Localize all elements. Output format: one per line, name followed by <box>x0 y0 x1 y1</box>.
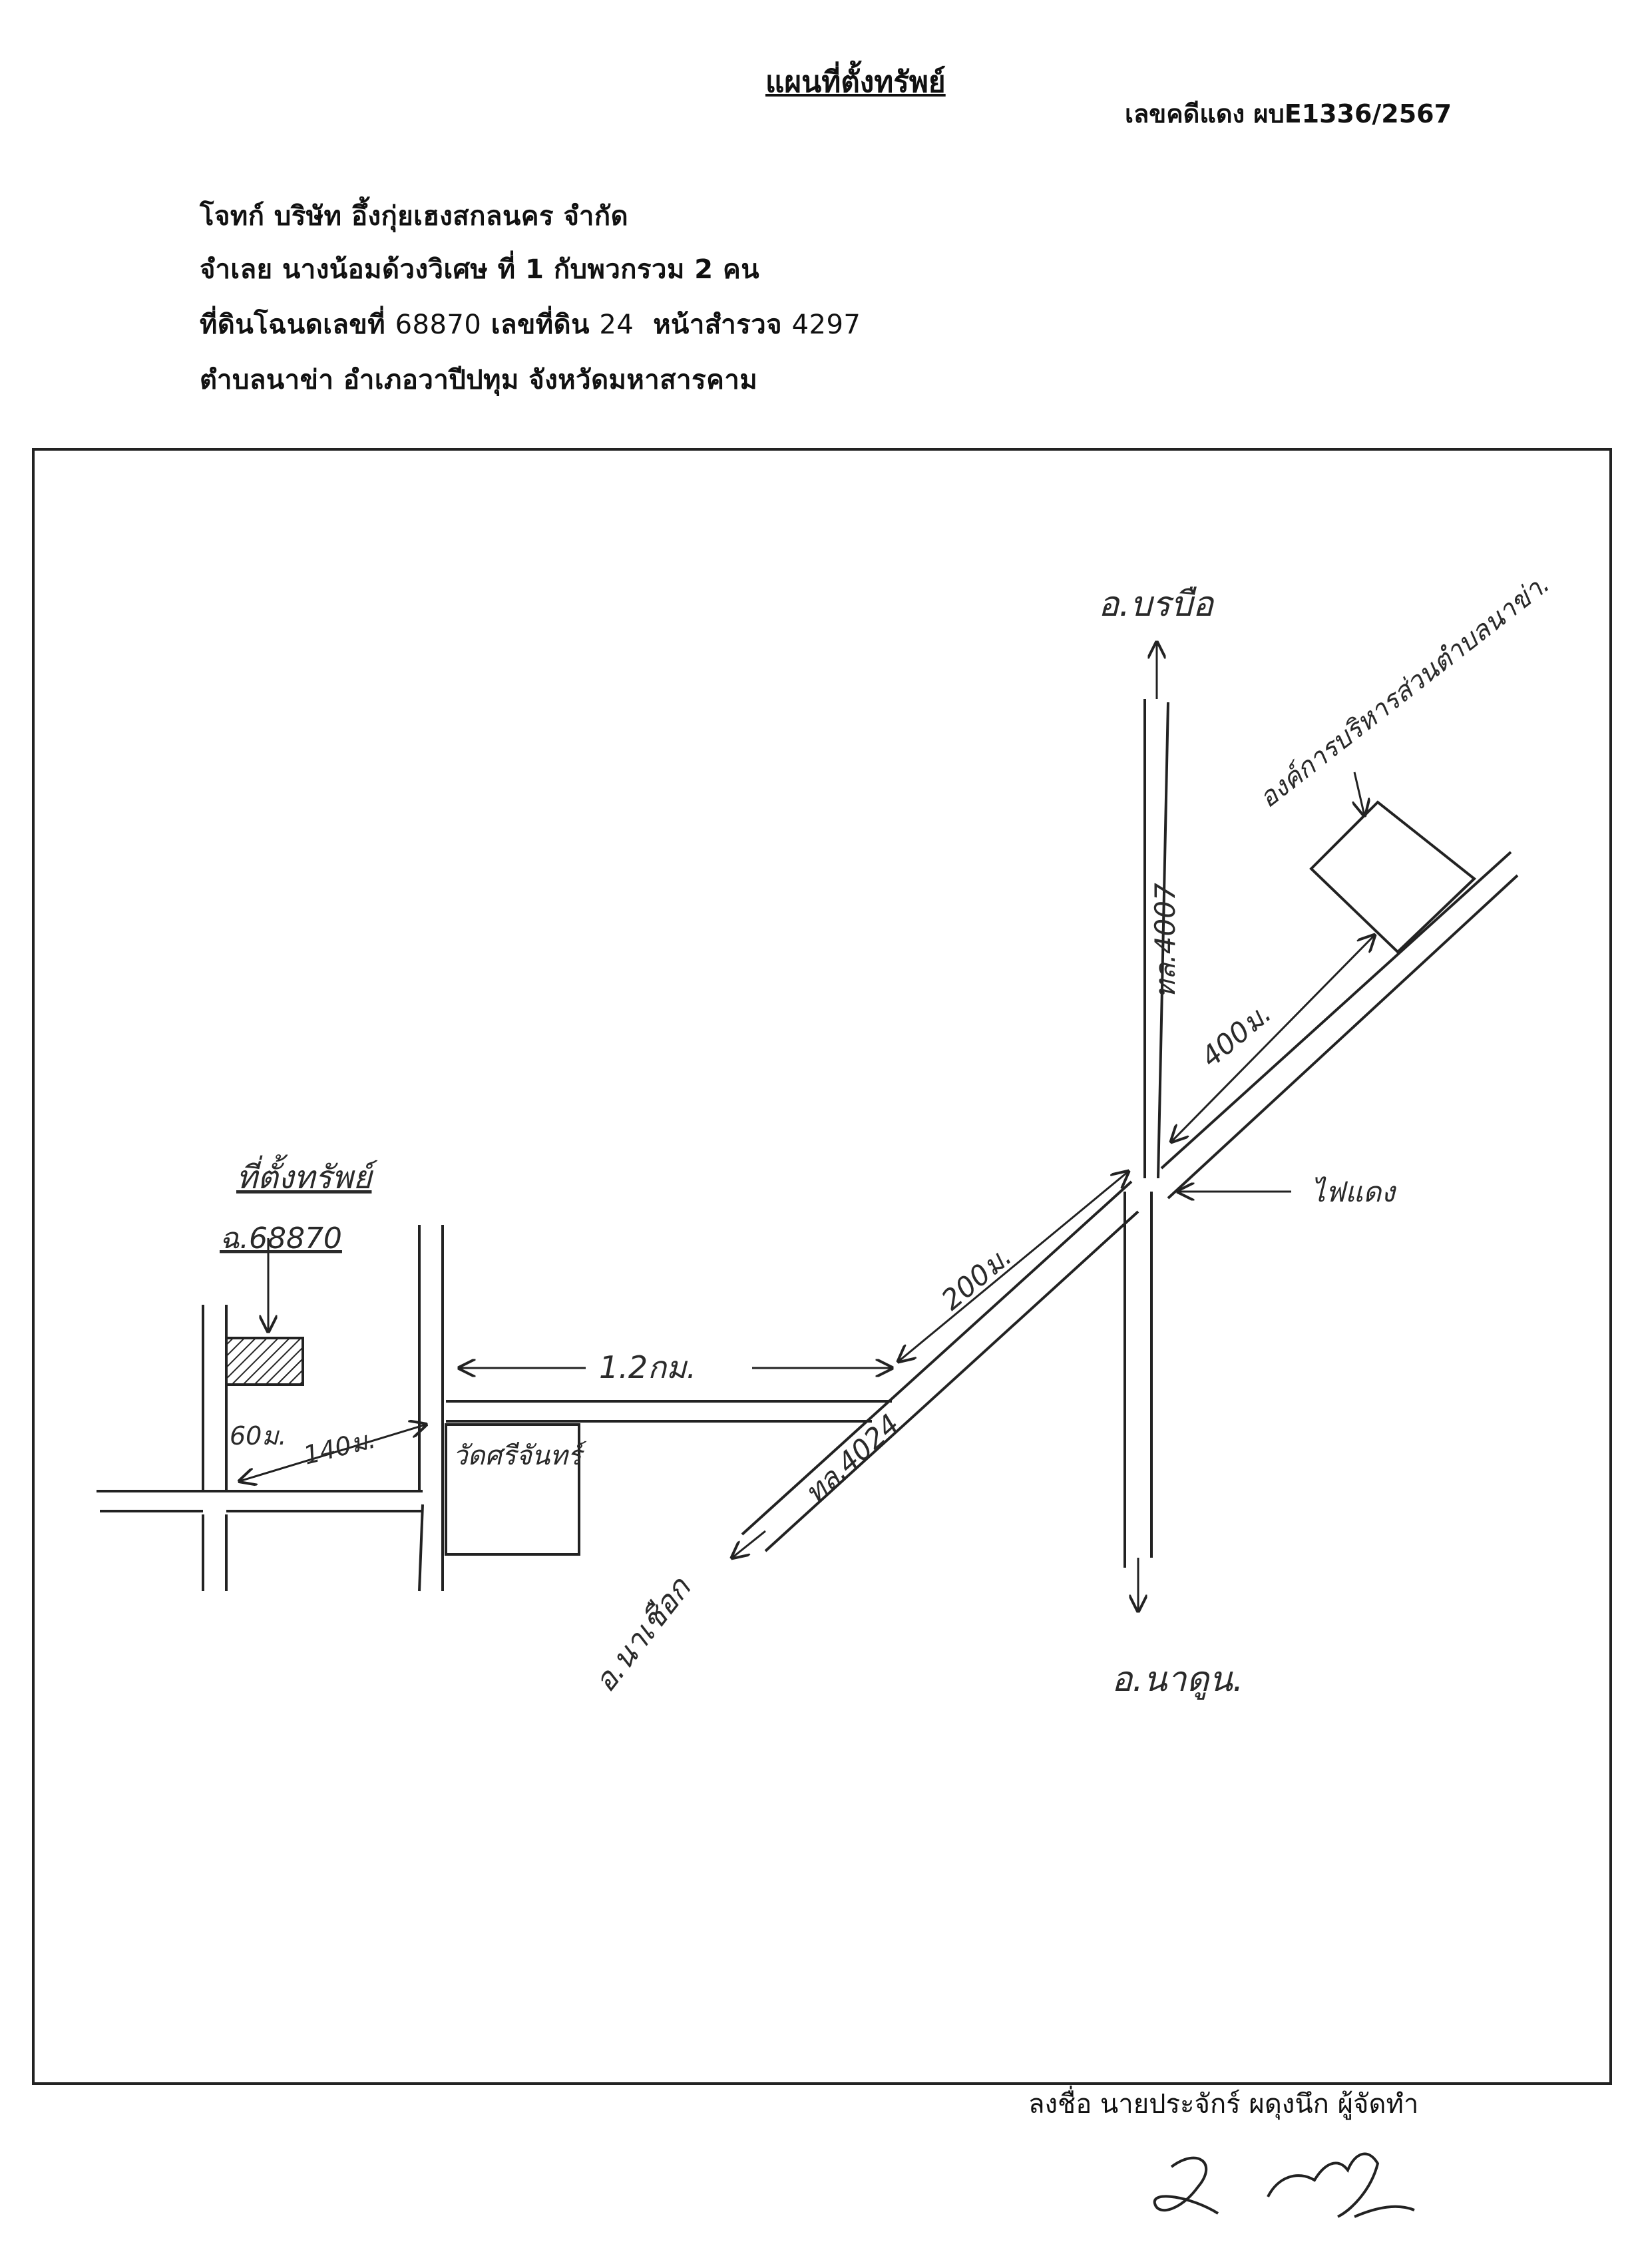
case-number: เลขคดีแดง ผบE1336/2567 <box>1125 99 1452 128</box>
defendant-line: จำเลย นางน้อมด้วงวิเศษ ที่ 1 กับพวกรวม 2… <box>200 254 760 285</box>
temple-box <box>445 1423 580 1556</box>
dist-400m: 400ม. <box>1195 997 1277 1073</box>
sao-office-label: องค์การบริหารส่วนตำบลนาข่า. <box>1253 568 1555 814</box>
property-parcel <box>225 1337 304 1386</box>
dist-1-2km: 1.2กม. <box>599 1349 696 1385</box>
traffic-light-label: ไฟแดง <box>1311 1176 1396 1208</box>
land-number: 24 <box>599 310 634 340</box>
survey-number: 4297 <box>791 310 861 340</box>
dist-60m: 60ม. <box>230 1421 286 1451</box>
signature <box>1153 2152 1415 2218</box>
local-roads <box>97 1225 444 1592</box>
south-destination: อ.นาดูน. <box>1112 1660 1243 1700</box>
dist-140m: 140ม. <box>301 1425 379 1471</box>
plaintiff-line: โจทก์ บริษัท อึ้งกุ่ยเฮงสกลนคร จำกัด <box>200 201 629 232</box>
signature-line: ลงชื่อ นายประจักร์ ผดุงนึก ผู้จัดทำ <box>1028 2089 1419 2120</box>
page-title: แผนที่ตั้งทรัพย์ <box>765 65 946 99</box>
deed-number: 68870 <box>395 310 482 340</box>
location-line: ตำบลนาข่า อำเภอวาปีปทุม จังหวัดมหาสารคาม <box>200 365 758 395</box>
road-ne <box>1160 851 1519 1200</box>
deed-prefix: ที่ดินโฉนดเลขที่ <box>200 310 386 340</box>
survey-prefix: หน้าสำรวจ <box>653 310 783 340</box>
dist-label-bg <box>586 1348 752 1385</box>
dist-200m: 200ม. <box>935 1240 1018 1316</box>
land-prefix: เลขที่ดิน <box>491 310 590 340</box>
north-destination: อ.บรบือ <box>1098 584 1215 624</box>
deed-line: ที่ดินโฉนดเลขที่ 68870 เลขที่ดิน 24 หน้า… <box>200 303 861 345</box>
property-deed: ฉ.68870 <box>220 1222 342 1255</box>
sao-office-box <box>1309 800 1477 954</box>
temple-label: วัดศรีจันทร์ <box>453 1441 587 1471</box>
road-west <box>446 1400 892 1423</box>
dist-400m-line <box>1171 935 1374 1142</box>
road-4024 <box>741 1180 1139 1552</box>
road-4007-label: ทล.4007 <box>1149 883 1181 999</box>
property-label: ที่ตั้งทรัพย์ <box>236 1154 377 1196</box>
sao-office-arrow <box>1354 772 1364 815</box>
road-4024-label: ทล.4024 <box>798 1408 906 1510</box>
road-4007 <box>1123 699 1169 1568</box>
sw-destination: อ.นาเชือก <box>586 1570 698 1699</box>
dist-200m-line <box>899 1172 1128 1361</box>
sw-arrow <box>732 1530 766 1558</box>
dist-140m-line <box>240 1425 426 1481</box>
map-frame <box>32 448 1612 2085</box>
